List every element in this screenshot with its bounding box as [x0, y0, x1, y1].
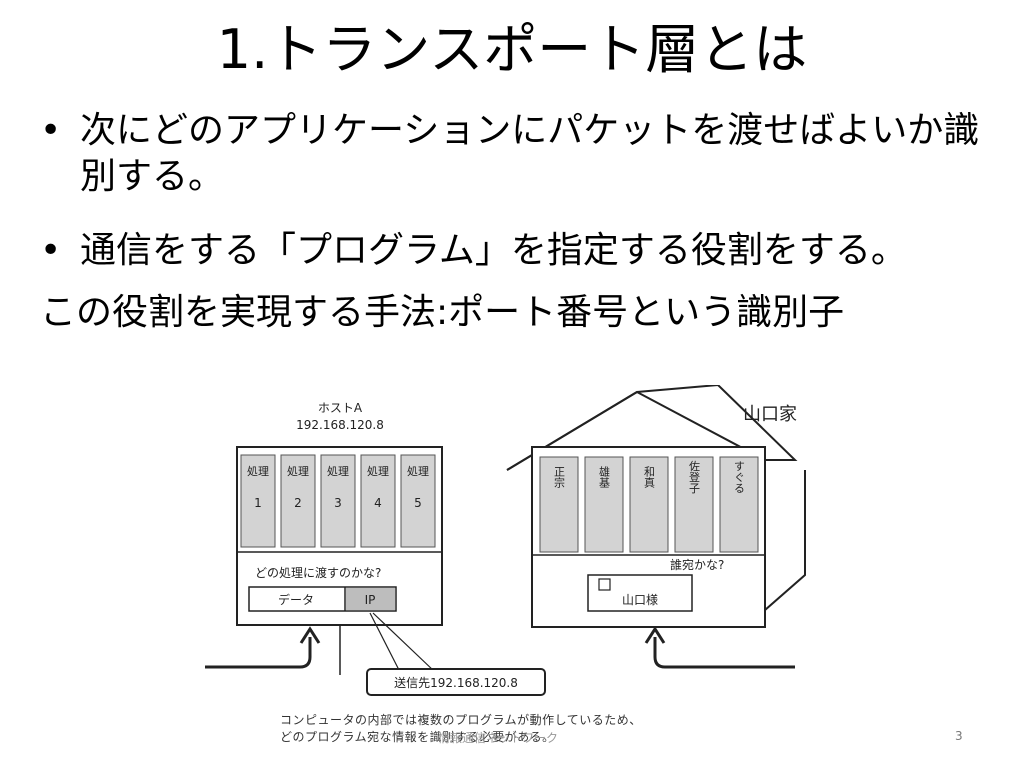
- host-name: ホストA: [318, 401, 363, 415]
- process-column-4: 処理 4: [360, 454, 396, 548]
- process-label: 処理: [327, 465, 349, 478]
- caption-line-1: コンピュータの内部では複数のプログラムが動作しているため、: [280, 713, 642, 727]
- member-name: 和真: [643, 466, 656, 489]
- arrow-head-icon: [644, 626, 666, 644]
- arrow-head-icon: [299, 626, 321, 644]
- incoming-arrow-house: [653, 637, 795, 669]
- process-number: 2: [294, 496, 302, 510]
- process-label: 処理: [367, 465, 389, 478]
- process-label: 処理: [247, 465, 269, 478]
- member-name: 佐登子: [688, 459, 701, 493]
- bullet-item-2: • 通信をする「プログラム」を指定する役割をする。: [40, 228, 1015, 274]
- destination-callout: [366, 668, 546, 696]
- bullet-item-1: • 次にどのアプリケーションにパケットを渡せばよいか識別する。: [40, 108, 990, 200]
- stamp-icon: [598, 578, 611, 591]
- bullet-text: 通信をする「プログラム」を指定する役割をする。: [80, 230, 907, 271]
- member-room-4: 佐登子: [674, 456, 714, 553]
- member-room-5: すぐる: [719, 456, 759, 553]
- host-ip: 192.168.120.8: [296, 418, 384, 432]
- process-label: 処理: [407, 465, 429, 478]
- process-column-2: 処理 2: [280, 454, 316, 548]
- packet-ip-header: [346, 588, 395, 610]
- house-roof: [506, 385, 806, 613]
- slide-title: 1.トランスポート層とは: [216, 18, 808, 81]
- incoming-arrow-host: [205, 637, 312, 669]
- page-number: 3: [955, 729, 963, 743]
- process-number: 5: [414, 496, 422, 510]
- member-room-1: 正宗: [539, 456, 579, 553]
- transport-layer-figure: ホストA 192.168.120.8 処理 1 処理 2 処理 3 処理 4 処…: [205, 385, 806, 696]
- member-name: 雄基: [598, 465, 611, 488]
- summary-line: この役割を実現する手法:ポート番号という識別子: [40, 292, 845, 333]
- process-number: 3: [334, 496, 342, 510]
- process-number: 4: [374, 496, 382, 510]
- destination-label: 送信先192.168.120.8: [394, 675, 518, 690]
- mail-label: 山口様: [622, 593, 658, 607]
- bullet-marker: •: [40, 230, 62, 271]
- process-label: 処理: [287, 465, 309, 478]
- house-name: 山口家: [743, 404, 797, 425]
- process-number: 1: [254, 496, 262, 510]
- process-column-1: 処理 1: [240, 454, 276, 548]
- bullet-text: 次にどのアプリケーションにパケットを渡せばよいか識別する。: [80, 110, 980, 197]
- house-question: 誰宛かな?: [670, 557, 724, 572]
- packet-data-label: データ: [278, 592, 314, 607]
- svg-text:処理: 処理: [247, 465, 269, 478]
- member-room-2: 雄基: [584, 456, 624, 553]
- member-name: すぐる: [733, 460, 746, 493]
- packet-ip-label: IP: [365, 593, 376, 607]
- host-question: どの処理に渡すのかな?: [255, 565, 381, 580]
- bullet-marker: •: [40, 110, 62, 151]
- process-column-3: 処理 3: [320, 454, 356, 548]
- slide-footer: 情報通信ネットワーク: [438, 731, 559, 745]
- member-room-3: 和真: [629, 456, 669, 553]
- member-name: 正宗: [553, 466, 566, 488]
- process-column-5: 処理 5: [400, 454, 436, 548]
- caption-line-2: どのプログラム宛な情報を識別する必要がある。: [280, 730, 555, 744]
